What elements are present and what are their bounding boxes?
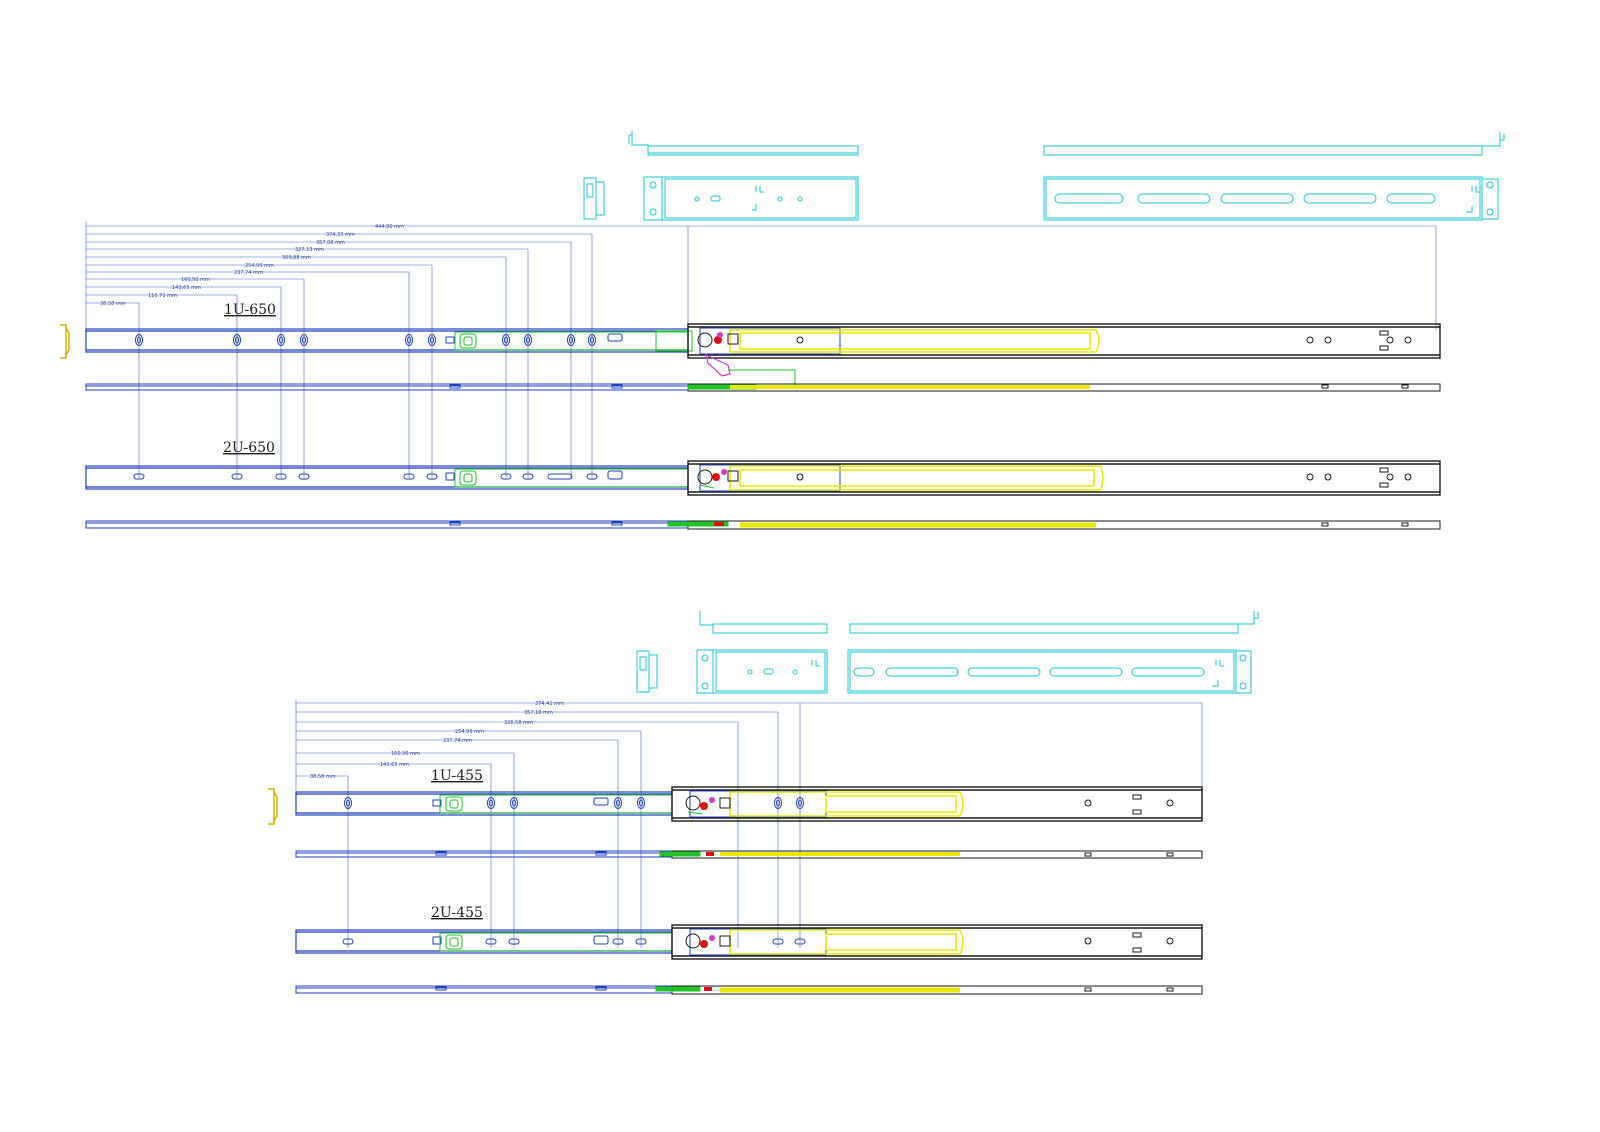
dim-label: 160,90 mm	[181, 277, 210, 283]
dim-label: 254,99 mm	[455, 729, 484, 735]
latch-2u-455	[685, 933, 715, 949]
bracket-top-view-455-rear	[849, 611, 1259, 634]
dim-label: 309,88 mm	[282, 255, 311, 261]
bracket-side-view-455-front	[696, 649, 828, 694]
dim-label: 237,74 mm	[443, 738, 472, 744]
bracket-top-view-455-front	[699, 611, 828, 634]
handle-end-view-455	[268, 788, 278, 825]
latch-1u-650	[697, 332, 731, 377]
dim-label: 38,58 mm	[100, 301, 126, 307]
model-label-2u-650: 2U-650	[223, 440, 275, 456]
dim-label: 444,90 mm	[375, 224, 404, 230]
model-label-1u-650: 1U-650	[224, 302, 276, 318]
dim-label: 254,99 mm	[245, 263, 274, 269]
model-label-2u-455: 2U-455	[431, 905, 483, 921]
dim-label: 357,16 mm	[524, 710, 553, 716]
rail-2u-455-bottom-view	[295, 985, 1203, 995]
dim-label: 357,08 mm	[316, 240, 345, 246]
dim-label: 160,90 mm	[391, 751, 420, 757]
dim-label: 326,58 mm	[504, 720, 533, 726]
latch-1u-455	[685, 795, 715, 815]
dim-label: 237,74 mm	[234, 270, 263, 276]
rail-2u-650-bottom-view	[85, 520, 1441, 530]
latch-2u-650	[697, 469, 727, 489]
dimension-lines-455	[295, 700, 1203, 948]
dim-label: 143,65 mm	[172, 285, 201, 291]
dimension-labels-455: 374,41 mm 357,16 mm 326,58 mm 254,99 mm …	[310, 701, 564, 780]
bracket-top-view-650-front	[628, 131, 859, 156]
dim-label: 374,33 mm	[326, 232, 355, 238]
bracket-end-view-455	[636, 650, 658, 693]
bracket-side-view-650-front	[643, 176, 859, 221]
dim-label: 38,58 mm	[310, 774, 336, 780]
model-label-1u-455: 1U-455	[431, 768, 483, 784]
bracket-top-view-650-rear	[1043, 132, 1505, 156]
rail-2u-455	[295, 924, 1203, 960]
rail-1u-455	[295, 786, 1203, 822]
dim-label: 327,13 mm	[295, 247, 324, 253]
dim-label: 143,65 mm	[380, 762, 409, 768]
rail-1u-650-bottom-view	[85, 383, 1441, 392]
rail-1u-650	[85, 323, 1441, 386]
dimension-labels-650: 444,90 mm 374,33 mm 357,08 mm 327,13 mm …	[100, 224, 404, 307]
bracket-side-view-455-rear	[847, 649, 1252, 694]
dim-label: 374,41 mm	[535, 701, 564, 707]
bracket-end-view-650	[583, 177, 605, 220]
rail-1u-455-bottom-view	[295, 850, 1203, 859]
dim-label: 110,71 mm	[148, 293, 177, 299]
rail-2u-650	[85, 460, 1441, 496]
bracket-side-view-650-rear	[1043, 176, 1499, 221]
handle-end-view-650	[60, 324, 70, 359]
